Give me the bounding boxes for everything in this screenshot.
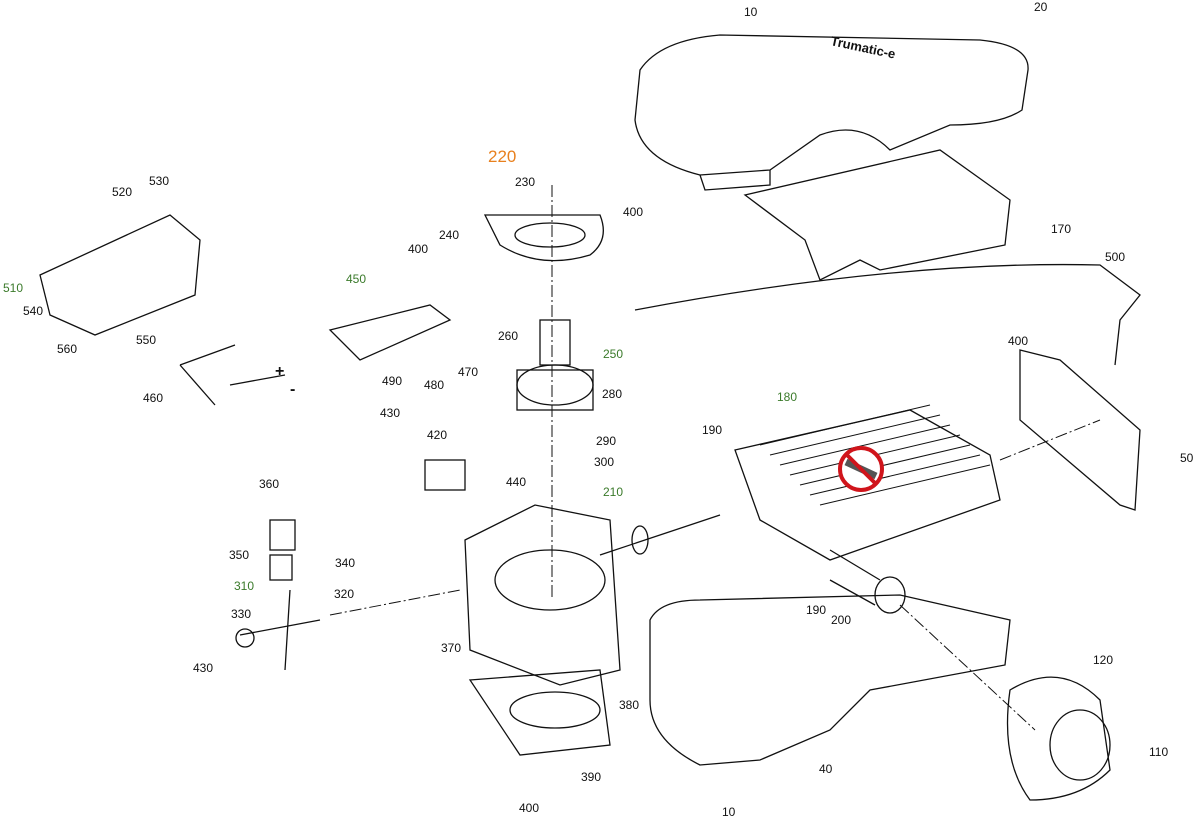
valve-part: [239, 589, 321, 671]
part-label-10: 10: [722, 805, 736, 819]
control-box-part: [39, 214, 201, 336]
part-label-290: 290: [596, 434, 617, 448]
pipe-part: [874, 576, 906, 614]
part-label-260: 260: [498, 329, 519, 343]
part-label-530: 530: [149, 174, 170, 188]
minus-sign: -: [290, 381, 296, 398]
part-label-200: 200: [831, 613, 852, 627]
part-label-480: 480: [424, 378, 445, 392]
board-part: [328, 304, 452, 361]
part-label-390: 390: [581, 770, 602, 784]
part-label-310: 310: [234, 579, 255, 593]
part-label-400: 400: [623, 205, 644, 219]
part-label-330: 330: [231, 607, 252, 621]
part-label-300: 300: [594, 455, 615, 469]
fan-wheel-part: [516, 364, 594, 406]
part-label-500: 500: [1105, 250, 1126, 264]
part-label-230: 230: [515, 175, 536, 189]
part-label-560: 560: [57, 342, 78, 356]
part-label-220: 220: [488, 147, 517, 166]
motor-part: [539, 319, 571, 366]
blower-housing-part: [464, 504, 621, 686]
part-label-20: 20: [1034, 0, 1048, 14]
part-label-340: 340: [335, 556, 356, 570]
base-housing-part: [649, 594, 1011, 766]
fan-plate-part: [483, 214, 604, 262]
part-label-170: 170: [1051, 222, 1072, 236]
no-wrench-icon: [838, 446, 884, 492]
part-label-370: 370: [441, 641, 462, 655]
duct-part: [1006, 676, 1111, 801]
part-label-250: 250: [603, 347, 624, 361]
cover-part: Trumatic-e: [634, 33, 1029, 191]
part-label-380: 380: [619, 698, 640, 712]
part-label-450: 450: [346, 272, 367, 286]
part-label-120: 120: [1093, 653, 1114, 667]
tray-part: [743, 149, 1011, 281]
part-label-510: 510: [3, 281, 24, 295]
part-label-180: 180: [777, 390, 798, 404]
part-label-50: 50: [1180, 451, 1194, 465]
part-label-320: 320: [334, 587, 355, 601]
part-label-460: 460: [143, 391, 164, 405]
part-label-10: 10: [744, 5, 758, 19]
frame-part: [1019, 349, 1141, 511]
part-label-240: 240: [439, 228, 460, 242]
part-label-280: 280: [602, 387, 623, 401]
part-label-540: 540: [23, 304, 44, 318]
part-label-440: 440: [506, 475, 527, 489]
part-label-430: 430: [380, 406, 401, 420]
part-label-40: 40: [819, 762, 833, 776]
part-label-490: 490: [382, 374, 403, 388]
part-label-470: 470: [458, 365, 479, 379]
plate-part: [468, 669, 611, 756]
part-label-430: 430: [193, 661, 214, 675]
plus-sign: +: [275, 363, 285, 380]
part-label-400: 400: [519, 801, 540, 815]
part-label-350: 350: [229, 548, 250, 562]
part-label-190: 190: [702, 423, 723, 437]
part-label-550: 550: [136, 333, 157, 347]
cable-part: [179, 344, 286, 406]
part-label-190: 190: [806, 603, 827, 617]
part-label-210: 210: [603, 485, 624, 499]
part-label-420: 420: [427, 428, 448, 442]
part-label-400: 400: [1008, 334, 1029, 348]
part-label-360: 360: [259, 477, 280, 491]
part-label-400: 400: [408, 242, 429, 256]
part-label-520: 520: [112, 185, 133, 199]
part-label-110: 110: [1149, 745, 1169, 759]
